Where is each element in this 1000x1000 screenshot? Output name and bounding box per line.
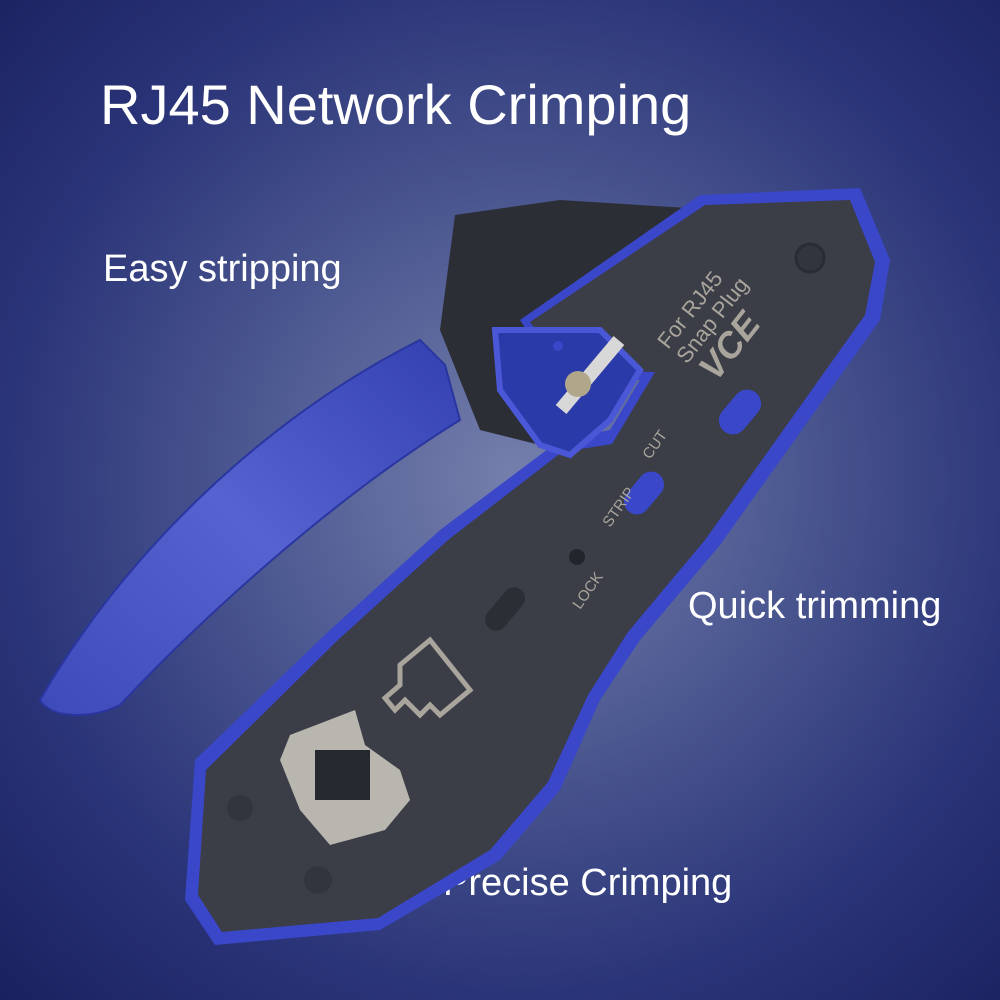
lock-slider	[485, 587, 525, 631]
handle-grip	[38, 338, 462, 716]
screw	[794, 242, 826, 274]
page-title: RJ45 Network Crimping	[100, 73, 692, 136]
blade-screw	[565, 371, 591, 397]
caption-precise-crimping: Precise Crimping	[443, 862, 733, 904]
strip-button	[623, 471, 665, 515]
cut-button	[718, 389, 762, 435]
screw	[304, 866, 332, 894]
rj45-icon	[381, 636, 474, 719]
crimp-slot	[315, 750, 370, 800]
lock-pin	[569, 549, 585, 565]
caption-quick-trimming: Quick trimming	[688, 585, 942, 627]
caption-easy-stripping: Easy stripping	[103, 248, 342, 290]
screw	[227, 795, 253, 821]
